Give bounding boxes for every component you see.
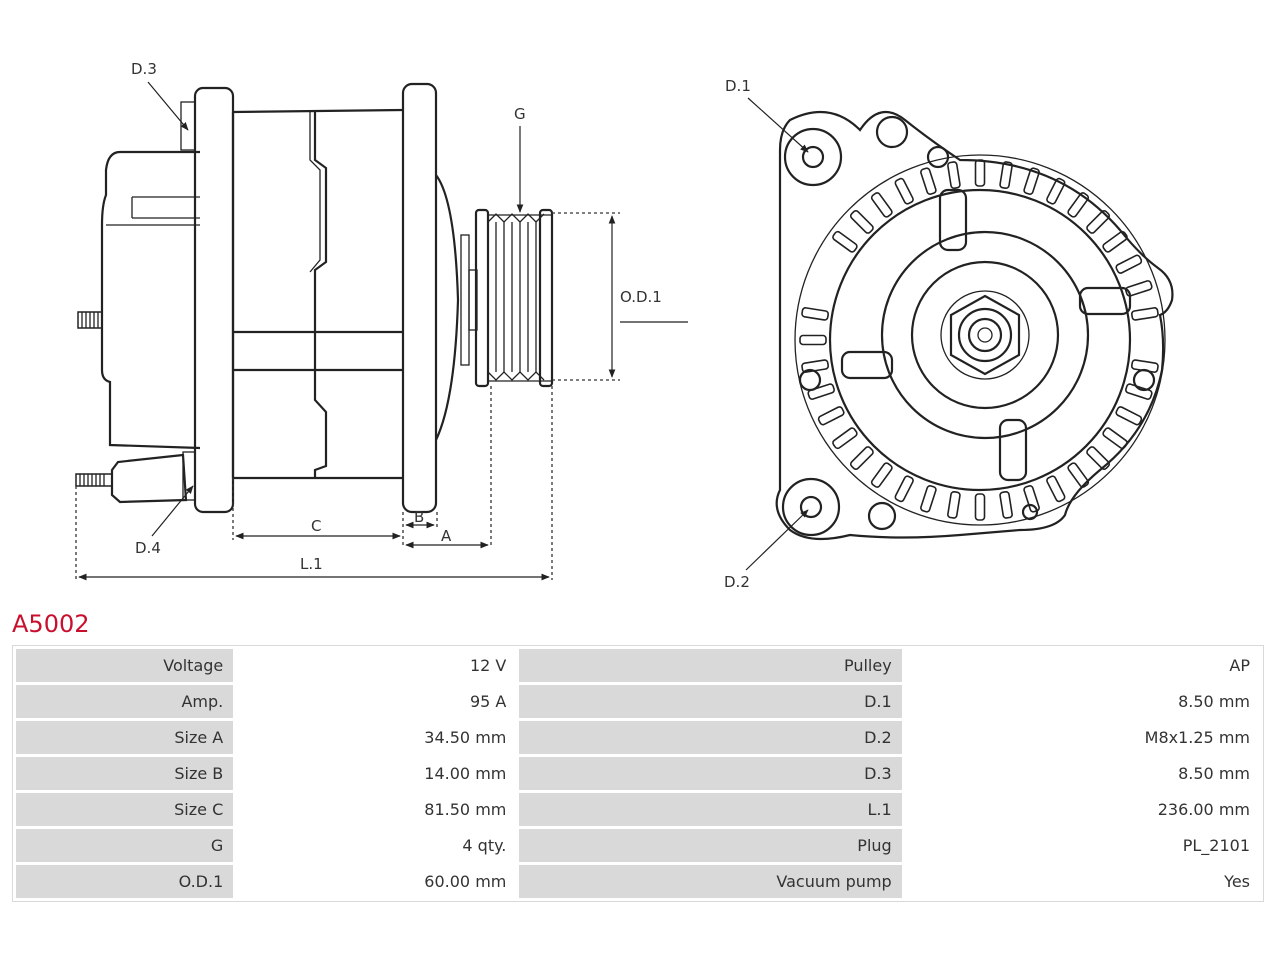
fan-blades [799, 159, 1159, 521]
d3-label: D.3 [131, 60, 157, 78]
vent-slot [947, 490, 961, 519]
spec-value: AP [904, 649, 1260, 682]
vent-slot [1102, 230, 1128, 253]
spec-label: Amp. [16, 685, 234, 718]
d2-label: D.2 [724, 573, 750, 591]
d1-label: D.1 [725, 77, 751, 95]
l1-label: L.1 [300, 555, 323, 573]
vent-slot [1067, 462, 1090, 488]
spec-value: 12 V [236, 649, 517, 682]
vent-slot [1086, 446, 1111, 471]
spec-value: PL_2101 [904, 829, 1260, 862]
vent-slot [801, 307, 830, 321]
vent-slot [1115, 406, 1143, 426]
vent-slot [1046, 177, 1066, 205]
vent-slot [799, 334, 827, 346]
spec-label: Voltage [16, 649, 234, 682]
vent-slot [920, 167, 937, 195]
vent-slot [974, 159, 986, 187]
spec-value: 8.50 mm [904, 757, 1260, 790]
part-number: A5002 [12, 610, 90, 638]
spec-label: O.D.1 [16, 865, 234, 898]
vent-slot [894, 177, 914, 205]
d4-label: D.4 [135, 539, 161, 557]
vent-slot [1102, 427, 1128, 450]
vent-slot [974, 493, 986, 521]
vent-slot [849, 209, 874, 234]
spec-value: M8x1.25 mm [904, 721, 1260, 754]
spec-label: D.1 [519, 685, 902, 718]
b-label: B [414, 508, 424, 526]
g-label: G [514, 105, 526, 123]
spec-value: Yes [904, 865, 1260, 898]
vent-slot [947, 161, 961, 190]
spec-label: Vacuum pump [519, 865, 902, 898]
vent-slot [817, 406, 845, 426]
vent-slot [1125, 383, 1153, 400]
spec-label: D.2 [519, 721, 902, 754]
vent-slot [870, 462, 893, 488]
alternator-technical-drawing: O.D.1 G D.3 D.4 C B A L.1 [75, 60, 1174, 591]
vent-slot [999, 490, 1013, 519]
spec-label: Size B [16, 757, 234, 790]
spec-label: Plug [519, 829, 902, 862]
spec-label: Size A [16, 721, 234, 754]
spec-label: G [16, 829, 234, 862]
vent-slot [870, 192, 893, 218]
spec-label: Pulley [519, 649, 902, 682]
spec-value: 14.00 mm [236, 757, 517, 790]
spec-value: 34.50 mm [236, 721, 517, 754]
side-view: O.D.1 G D.3 D.4 C B A L.1 [75, 60, 688, 581]
rear-stud [77, 311, 103, 329]
vent-slot [801, 359, 830, 373]
vent-slot [1046, 475, 1066, 503]
vent-slot [1130, 359, 1159, 373]
spec-label: L.1 [519, 793, 902, 826]
vent-slot [849, 446, 874, 471]
spec-value: 236.00 mm [904, 793, 1260, 826]
vent-slot [1023, 167, 1040, 195]
a-label: A [441, 527, 452, 545]
vent-slot [832, 427, 858, 450]
vent-slot [1086, 209, 1111, 234]
vent-slot [832, 230, 858, 253]
spec-value: 4 qty. [236, 829, 517, 862]
vent-slot [999, 161, 1013, 190]
vent-slot [894, 475, 914, 503]
spec-value: 95 A [236, 685, 517, 718]
vent-slot [1023, 485, 1040, 513]
vent-slot [920, 485, 937, 513]
terminal-stud [75, 451, 196, 504]
pulley [474, 208, 554, 388]
spec-label: D.3 [519, 757, 902, 790]
vent-slot [1067, 192, 1090, 218]
front-view: D.1 D.2 [724, 77, 1174, 591]
spec-value: 8.50 mm [904, 685, 1260, 718]
spec-value: 81.50 mm [236, 793, 517, 826]
spec-value: 60.00 mm [236, 865, 517, 898]
od1-label: O.D.1 [620, 288, 662, 306]
vent-slot [1115, 254, 1143, 274]
vent-slot [1125, 280, 1153, 297]
c-label: C [311, 517, 321, 535]
spec-label: Size C [16, 793, 234, 826]
vent-slot [1130, 307, 1159, 321]
vent-slot [807, 383, 835, 400]
